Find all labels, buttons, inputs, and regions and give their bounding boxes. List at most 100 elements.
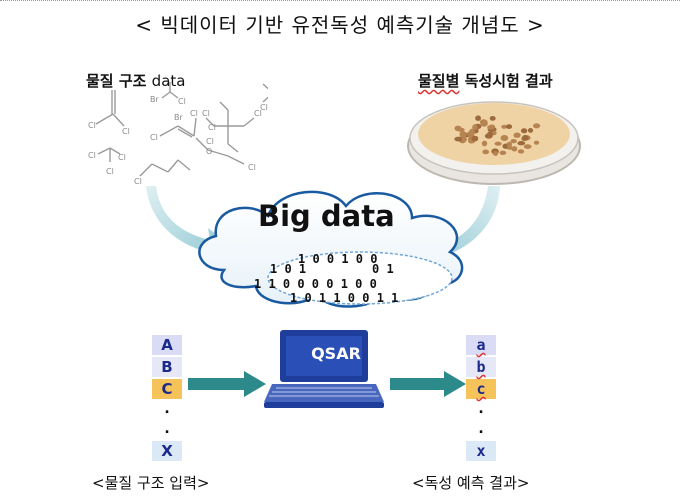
- colony: [506, 141, 512, 147]
- atom-label: Cl: [178, 97, 186, 106]
- input-item: A: [152, 335, 182, 355]
- mol-bond: [177, 125, 195, 137]
- laptop-icon: [264, 330, 384, 408]
- input-list: A B C . . X: [152, 335, 182, 463]
- output-item: x: [466, 441, 496, 461]
- colony: [533, 123, 541, 129]
- laptop-screen-inner: [286, 336, 362, 376]
- output-list: a b c . . x: [466, 335, 496, 463]
- input-item: C: [152, 379, 182, 399]
- input-item: X: [152, 441, 182, 461]
- colony: [499, 150, 507, 155]
- input-ellipsis: .: [164, 421, 170, 437]
- binary-row: 0 1: [372, 262, 394, 276]
- atom-label: Br: [174, 113, 183, 122]
- molecule-structures: ClClBrClClClClClBrClClClClOClClClClClCl: [88, 82, 268, 186]
- colony: [510, 139, 517, 144]
- mol-bond: [169, 91, 179, 99]
- laptop-base: [264, 402, 384, 408]
- top-dotted-rule: [0, 0, 680, 1]
- mol-bond: [95, 113, 114, 125]
- binary-row: 1 0 0 1 0 0: [298, 252, 378, 266]
- mol-bond: [139, 163, 153, 177]
- atom-label: Cl: [206, 137, 214, 146]
- colony: [501, 135, 507, 140]
- mol-bond: [227, 155, 245, 165]
- toxicity-test-label-rest: 독성시험 결과: [459, 72, 553, 90]
- colony: [487, 125, 495, 130]
- colony: [489, 116, 496, 121]
- structure-data-label: 물질 구조 data: [86, 70, 185, 91]
- mol-bond: [243, 117, 255, 127]
- output-item: c: [466, 379, 496, 399]
- atom-label: O: [206, 147, 212, 156]
- colony: [472, 124, 478, 131]
- mol-bond: [177, 128, 193, 138]
- input-item: B: [152, 357, 182, 377]
- mol-bond: [161, 91, 171, 99]
- petri-dish: [407, 101, 581, 185]
- input-ellipsis: .: [164, 401, 170, 417]
- colony: [459, 131, 467, 138]
- binary-row: 1 1 0 0 0 0 1 0 0: [254, 277, 377, 291]
- colony: [494, 141, 502, 146]
- colony: [517, 141, 526, 146]
- atom-label: Cl: [118, 153, 126, 162]
- atom-label: Cl: [122, 127, 130, 136]
- mol-bond: [262, 96, 268, 103]
- atom-label: Cl: [254, 109, 262, 118]
- colony: [527, 128, 534, 133]
- atom-label: Cl: [106, 167, 114, 176]
- colony: [533, 140, 540, 145]
- big-data-label: Big data: [258, 199, 395, 233]
- mol-bond: [207, 149, 229, 157]
- mol-bond: [177, 159, 191, 171]
- binary-row: 1 0 1: [270, 262, 307, 276]
- output-item: a: [466, 335, 496, 355]
- diagram-title: < 빅데이터 기반 유전독성 예측기술 개념도 >: [135, 13, 545, 37]
- binary-digits: 1 0 0 1 0 0 1 0 1 0 1 1 1 0 0 0 0 1 0 0 …: [240, 250, 450, 310]
- atom-label: Cl: [260, 103, 268, 112]
- atom-label: Cl: [134, 177, 142, 186]
- mol-bond: [159, 125, 179, 137]
- output-item-text: a: [476, 336, 486, 354]
- colony: [475, 115, 481, 121]
- colony: [520, 128, 528, 134]
- mol-bond: [227, 143, 239, 153]
- atom-label: Br: [150, 95, 159, 104]
- laptop-keyboard: [264, 384, 384, 402]
- qsar-label: QSAR: [311, 344, 361, 363]
- colony: [466, 131, 475, 137]
- colony: [480, 121, 488, 127]
- mol-bond: [205, 117, 215, 127]
- colony: [522, 134, 529, 141]
- mol-bond: [262, 83, 268, 90]
- mol-bond: [112, 113, 125, 127]
- atom-label: Cl: [88, 121, 96, 130]
- toxicity-test-label-prefix: 물질별: [418, 72, 460, 90]
- atom-label: Cl: [208, 123, 216, 132]
- atom-label: Cl: [150, 133, 158, 142]
- binary-bubble: [267, 251, 453, 305]
- mol-bond: [97, 147, 111, 155]
- colony: [492, 151, 499, 156]
- structure-label-text: 물질 구조: [86, 72, 147, 90]
- colony: [501, 124, 507, 129]
- colony: [482, 149, 490, 155]
- colony: [454, 125, 462, 132]
- big-data-cloud: [198, 190, 464, 308]
- output-ellipsis: .: [478, 421, 484, 437]
- colony: [505, 124, 513, 129]
- atom-label: Cl: [202, 109, 210, 118]
- atom-label: Cl: [88, 151, 96, 160]
- mol-bond: [193, 117, 197, 137]
- colony: [506, 145, 513, 150]
- colony: [460, 136, 467, 143]
- output-arrow: [390, 371, 466, 397]
- input-arrow: [188, 371, 266, 397]
- colony: [471, 135, 479, 142]
- colony: [511, 146, 518, 152]
- toxicity-test-label: 물질별 독성시험 결과: [418, 70, 553, 91]
- output-ellipsis: .: [478, 401, 484, 417]
- output-item-text: b: [476, 358, 486, 376]
